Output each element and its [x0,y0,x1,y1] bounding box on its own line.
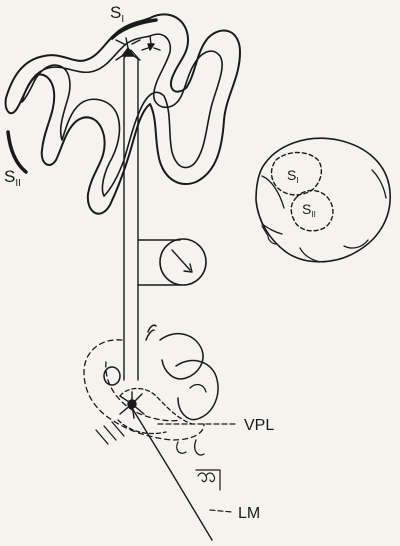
thalamus-section [84,325,218,455]
grey-matter-band [6,14,240,213]
s2-brain-label: SII [302,201,316,219]
dial-arrow-icon [172,250,192,272]
brain-inset [256,138,390,262]
s1-brain-region [272,153,322,195]
stimulator-device [138,239,206,285]
cortex-section [6,14,240,213]
s2-cortex-edge-mark [8,132,26,172]
lm-label: LM [238,505,260,522]
medial-lemniscus [132,408,220,540]
s1-brain-label: SI [287,167,299,185]
lm-leader-line [210,510,232,512]
recording-electrode [124,50,138,380]
vpl-label: VPL [244,417,274,434]
s2-cortex-label: SII [4,167,21,189]
s1-cortex-label: SI [110,3,124,25]
